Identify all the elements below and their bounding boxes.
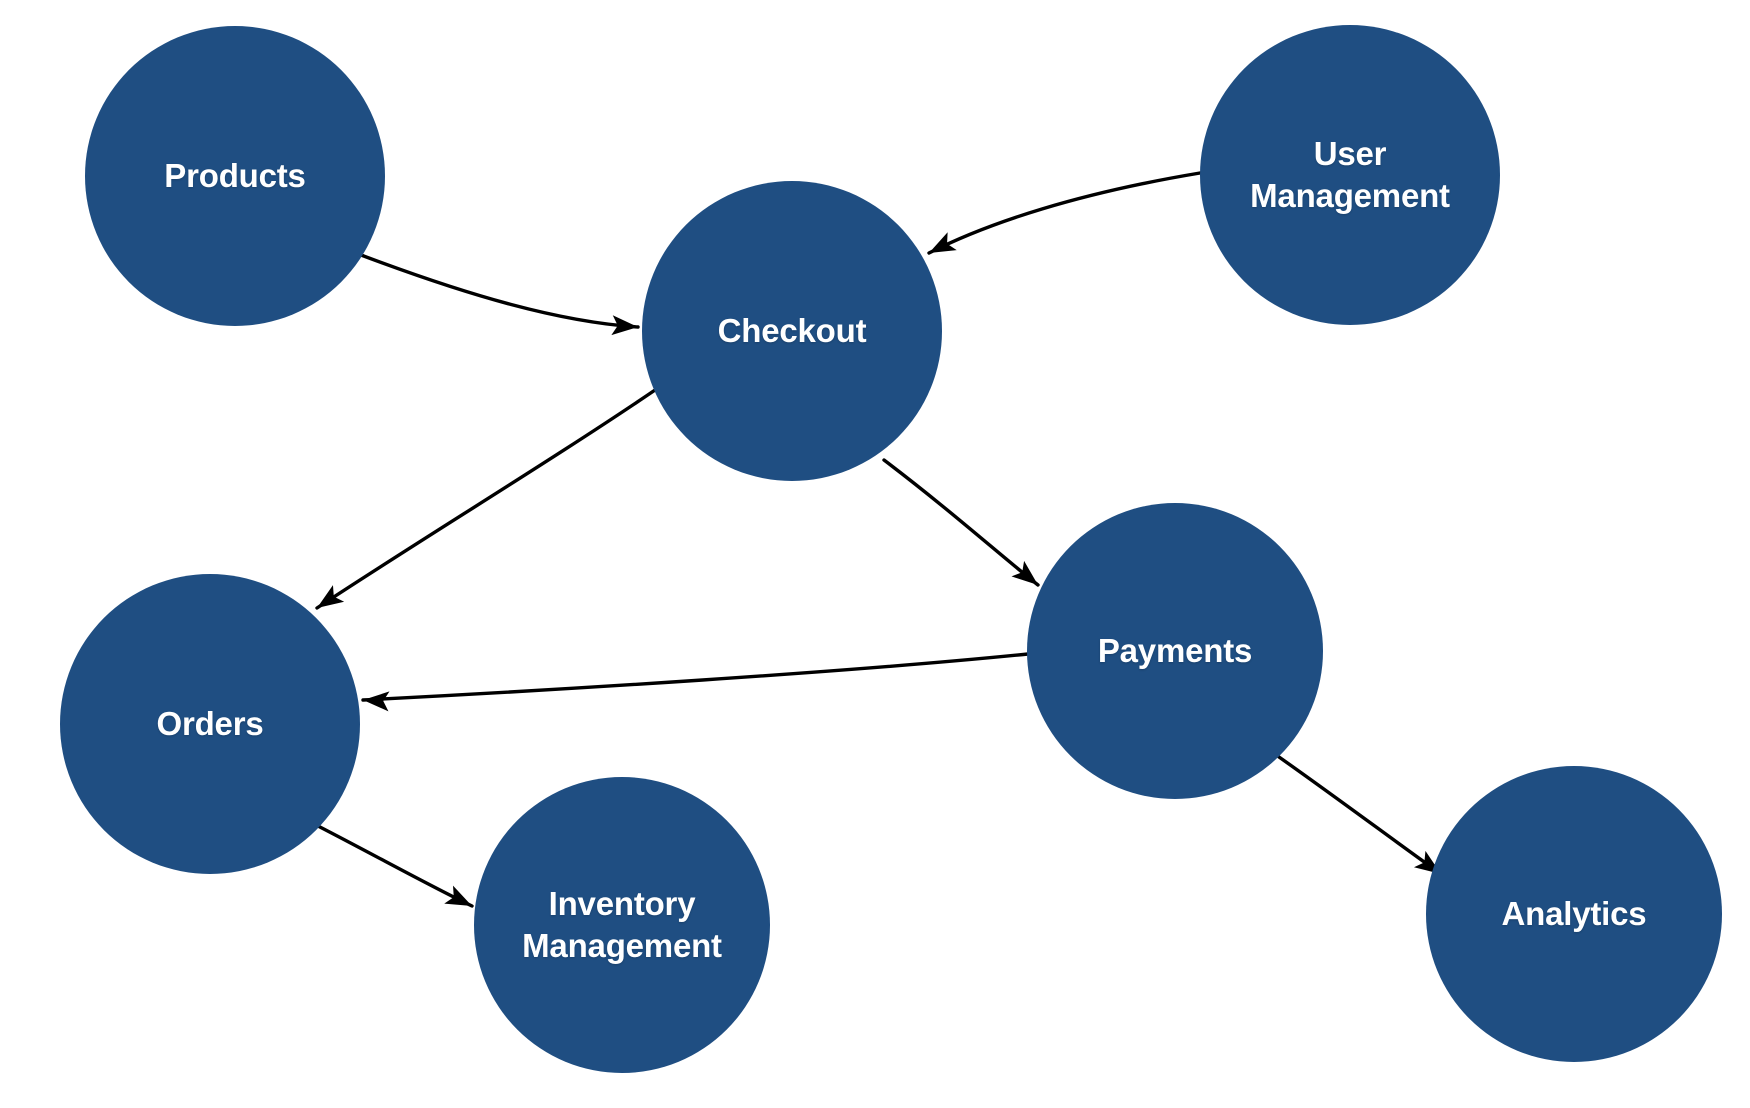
edge-payments-to-orders — [361, 652, 1030, 712]
nodes-layer — [60, 25, 1722, 1073]
edge-line — [315, 386, 660, 610]
node-payments[interactable] — [1027, 503, 1323, 799]
arrowhead-icon — [317, 585, 345, 608]
edge-checkout-to-orders — [315, 386, 660, 610]
edge-line — [927, 171, 1202, 255]
arrowhead-icon — [363, 691, 390, 712]
edge-usermgmt-to-checkout — [927, 171, 1202, 255]
arrowhead-icon — [1011, 560, 1038, 585]
arrowhead-icon — [444, 885, 472, 906]
edge-orders-to-inventory — [316, 824, 474, 908]
arrowhead-icon — [611, 315, 638, 336]
edge-line — [359, 253, 640, 329]
node-user_mgmt[interactable] — [1200, 25, 1500, 325]
edge-line — [361, 652, 1030, 702]
edge-line — [882, 458, 1040, 587]
node-inventory[interactable] — [474, 777, 770, 1073]
node-analytics[interactable] — [1426, 766, 1722, 1062]
node-checkout[interactable] — [642, 181, 942, 481]
edge-line — [1277, 755, 1443, 876]
node-orders[interactable] — [60, 574, 360, 874]
edge-checkout-to-payments — [882, 458, 1040, 587]
edge-line — [316, 824, 474, 908]
arrowhead-icon — [929, 232, 957, 253]
edge-products-to-checkout — [359, 253, 640, 336]
node-products[interactable] — [85, 26, 385, 326]
edge-payments-to-analytics — [1277, 755, 1443, 876]
